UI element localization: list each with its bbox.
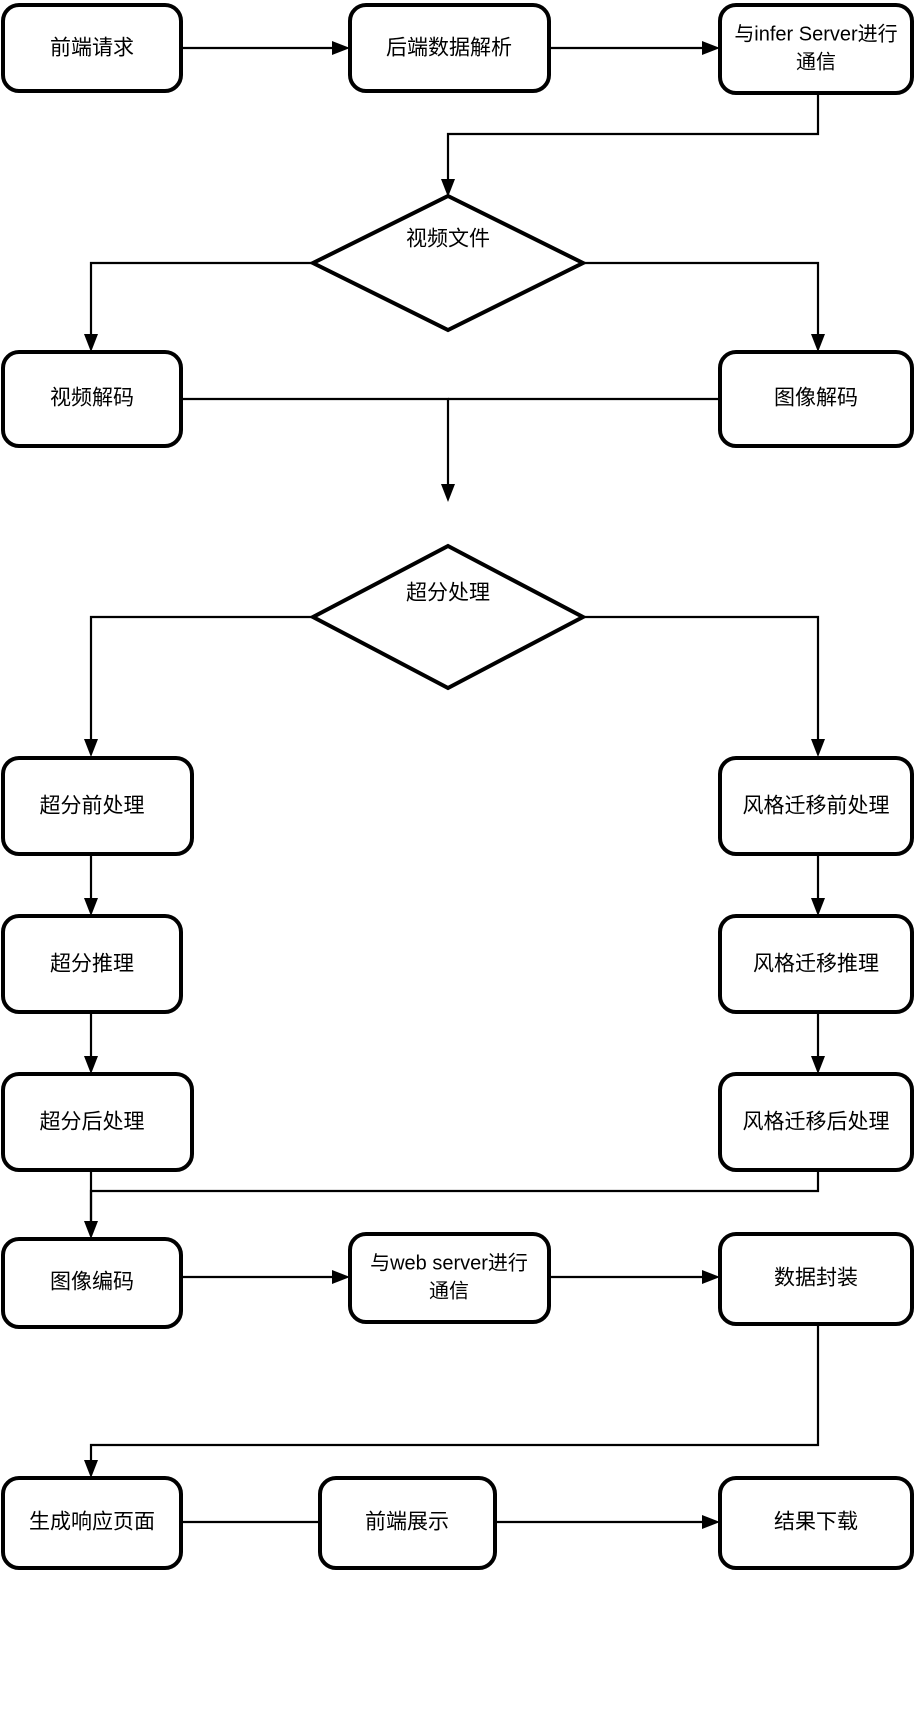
edge-frontend-request-to-backend-parse — [181, 41, 350, 55]
node-superres-preprocess[interactable]: 超分前处理 — [1, 756, 194, 856]
node-superres-postprocess[interactable]: 超分后处理 — [1, 1072, 194, 1172]
node-style-transfer-preprocess-label: 风格迁移前处理 — [743, 795, 890, 818]
node-video-decode-label: 视频解码 — [50, 387, 134, 410]
node-superres-preprocess-shape[interactable] — [1, 756, 194, 856]
node-data-packaging-label: 数据封装 — [774, 1267, 858, 1290]
arrow-head-icon — [441, 484, 455, 502]
node-image-decode-shape[interactable] — [718, 350, 914, 448]
node-superres-postprocess-shape[interactable] — [1, 1072, 194, 1172]
node-generate-response-page-shape[interactable] — [1, 1476, 183, 1570]
edge-layer — [84, 41, 825, 1529]
edge-superres-pre-to-superres-infer — [84, 855, 98, 916]
node-image-decode-label: 图像解码 — [774, 387, 858, 410]
edge-style-infer-to-style-post — [811, 1013, 825, 1074]
node-style-transfer-postprocess-label: 风格迁移后处理 — [743, 1111, 890, 1134]
node-frontend-request[interactable]: 前端请求 — [1, 3, 183, 93]
node-image-encode[interactable]: 图像编码 — [1, 1237, 183, 1329]
edge-superres-decision-to-style-pre — [583, 615, 825, 757]
node-generate-response-page-label: 生成响应页面 — [29, 1511, 155, 1534]
edge-infer-server-to-video-file-decision — [441, 94, 820, 197]
edge-decode-merge-to-superres-decision — [181, 397, 718, 502]
node-backend-data-parse-label: 后端数据解析 — [386, 37, 512, 60]
arrow-head-icon — [332, 1270, 350, 1284]
node-result-download-shape[interactable] — [718, 1476, 914, 1570]
arrow-head-icon — [84, 739, 98, 757]
edge-web-server-to-data-package — [549, 1270, 720, 1284]
node-layer: 前端请求 后端数据解析 与infer Server进行 通信 视频文件 — [1, 3, 914, 1570]
arrow-head-icon — [811, 1056, 825, 1074]
edge-post-merge-to-image-encode — [84, 1171, 820, 1239]
node-result-download[interactable]: 结果下载 — [718, 1476, 914, 1570]
node-superres-postprocess-label: 超分后处理 — [40, 1111, 145, 1134]
edge-backend-parse-to-infer-server — [549, 41, 720, 55]
arrow-head-icon — [441, 179, 455, 197]
arrow-head-icon — [702, 1515, 720, 1529]
node-result-download-label: 结果下载 — [774, 1511, 858, 1534]
node-video-decode-shape[interactable] — [1, 350, 183, 448]
decision-superres-processing-shape[interactable] — [308, 543, 588, 691]
arrow-head-icon — [811, 898, 825, 916]
node-superres-inference-shape[interactable] — [1, 914, 183, 1014]
decision-video-file[interactable]: 视频文件 — [308, 193, 588, 333]
node-web-server-comm[interactable]: 与web server进行 通信 — [348, 1232, 551, 1324]
arrow-head-icon — [84, 1460, 98, 1478]
node-infer-server-comm-label-line1: 与infer Server进行 — [734, 22, 897, 45]
node-style-transfer-preprocess-shape[interactable] — [718, 756, 914, 856]
node-infer-server-comm-shape[interactable] — [718, 3, 914, 95]
decision-superres-processing-label: 超分处理 — [406, 582, 490, 605]
edge-superres-infer-to-superres-post — [84, 1013, 98, 1074]
decision-video-file-shape[interactable] — [308, 193, 588, 333]
arrow-head-icon — [702, 1270, 720, 1284]
node-data-packaging[interactable]: 数据封装 — [718, 1232, 914, 1326]
node-style-transfer-inference-label: 风格迁移推理 — [753, 953, 879, 976]
edge-data-package-to-response-page — [84, 1325, 820, 1478]
edge-style-pre-to-style-infer — [811, 855, 825, 916]
arrow-head-icon — [332, 41, 350, 55]
node-frontend-display[interactable]: 前端展示 — [318, 1476, 497, 1570]
node-web-server-comm-label-line2: 通信 — [429, 1279, 469, 1302]
edge-image-encode-to-web-server — [181, 1270, 350, 1284]
node-image-encode-label: 图像编码 — [50, 1271, 134, 1294]
node-frontend-display-label: 前端展示 — [365, 1511, 449, 1534]
node-style-transfer-preprocess[interactable]: 风格迁移前处理 — [718, 756, 914, 856]
node-superres-inference-label: 超分推理 — [50, 953, 134, 976]
node-backend-data-parse-shape[interactable] — [348, 3, 551, 93]
node-superres-inference[interactable]: 超分推理 — [1, 914, 183, 1014]
node-backend-data-parse[interactable]: 后端数据解析 — [348, 3, 551, 93]
edge-video-file-to-video-decode — [84, 261, 313, 352]
node-style-transfer-inference[interactable]: 风格迁移推理 — [718, 914, 914, 1014]
arrow-head-icon — [84, 1221, 98, 1239]
node-web-server-comm-shape[interactable] — [348, 1232, 551, 1324]
node-style-transfer-inference-shape[interactable] — [718, 914, 914, 1014]
decision-video-file-label: 视频文件 — [406, 228, 490, 251]
node-frontend-display-shape[interactable] — [318, 1476, 497, 1570]
edge-frontend-display-to-result-download — [495, 1515, 720, 1529]
arrow-head-icon — [84, 898, 98, 916]
node-style-transfer-postprocess[interactable]: 风格迁移后处理 — [718, 1072, 914, 1172]
node-superres-preprocess-label: 超分前处理 — [40, 795, 145, 818]
decision-superres-processing[interactable]: 超分处理 — [308, 543, 588, 691]
node-image-encode-shape[interactable] — [1, 1237, 183, 1329]
node-frontend-request-label: 前端请求 — [50, 37, 134, 60]
node-image-decode[interactable]: 图像解码 — [718, 350, 914, 448]
node-web-server-comm-label-line1: 与web server进行 — [370, 1251, 528, 1274]
arrow-head-icon — [811, 334, 825, 352]
edge-superres-decision-to-superres-pre — [84, 615, 313, 757]
node-video-decode[interactable]: 视频解码 — [1, 350, 183, 448]
node-frontend-request-shape[interactable] — [1, 3, 183, 93]
arrow-head-icon — [84, 334, 98, 352]
node-data-packaging-shape[interactable] — [718, 1232, 914, 1326]
arrow-head-icon — [702, 41, 720, 55]
arrow-head-icon — [84, 1056, 98, 1074]
node-style-transfer-postprocess-shape[interactable] — [718, 1072, 914, 1172]
arrow-head-icon — [811, 739, 825, 757]
node-infer-server-comm[interactable]: 与infer Server进行 通信 — [718, 3, 914, 95]
edge-video-file-to-image-decode — [583, 261, 825, 352]
node-infer-server-comm-label-line2: 通信 — [796, 50, 836, 73]
node-generate-response-page[interactable]: 生成响应页面 — [1, 1476, 183, 1570]
